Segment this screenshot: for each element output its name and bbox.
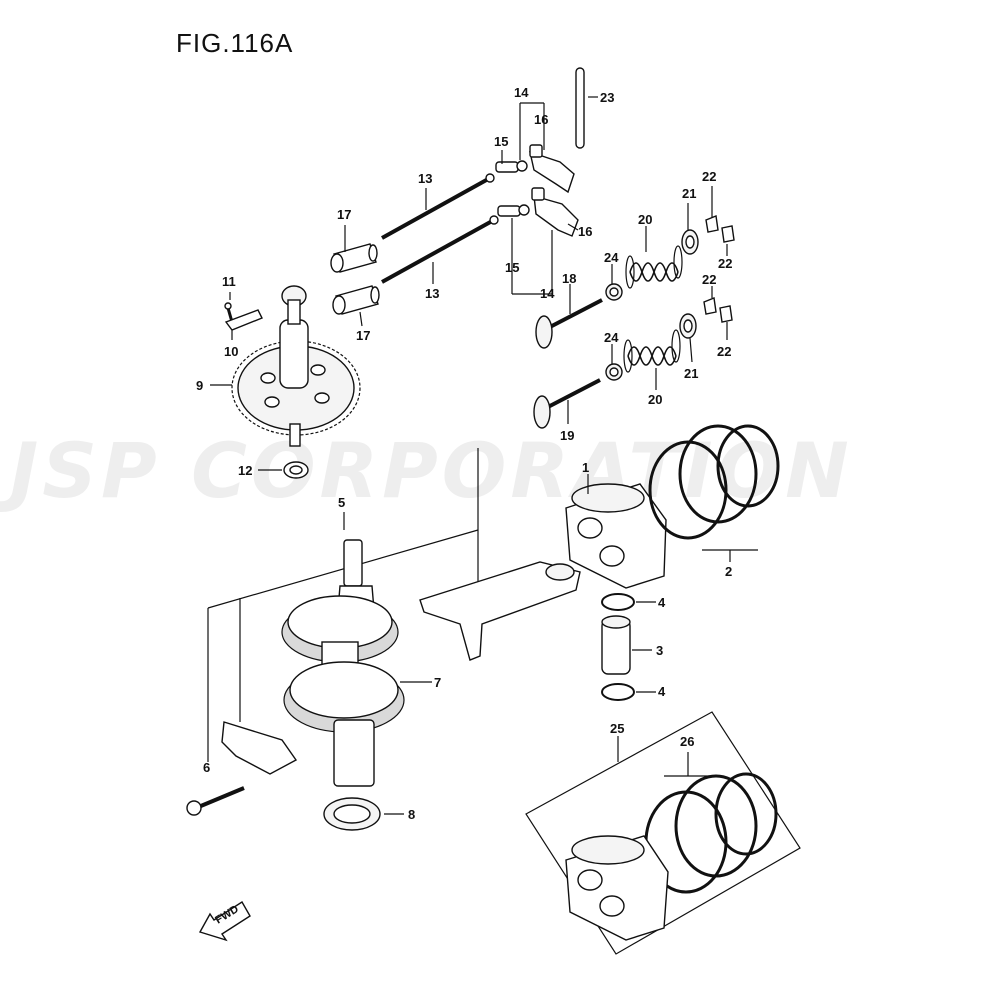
part-16-rocker-arm-upper[interactable] (529, 144, 575, 194)
callout-11[interactable]: 11 (222, 274, 236, 289)
callout-13-lower[interactable]: 13 (425, 286, 439, 301)
part-24-seal-lower[interactable] (605, 363, 623, 381)
part-22-cotter-2[interactable] (721, 225, 735, 243)
part-20-spring-lower[interactable] (623, 329, 681, 373)
callout-20-lower[interactable]: 20 (648, 392, 662, 407)
callout-24-lower[interactable]: 24 (604, 330, 619, 345)
part-25-piston-in-kit[interactable] (565, 835, 669, 941)
callout-19[interactable]: 19 (560, 428, 574, 443)
part-8-thrust-washer[interactable] (323, 797, 381, 831)
part-3-piston-pin[interactable] (601, 615, 631, 675)
part-7-crankshaft[interactable] (281, 539, 405, 787)
callout-25[interactable]: 25 (610, 721, 624, 736)
callout-3[interactable]: 3 (656, 643, 663, 658)
callout-5[interactable]: 5 (338, 495, 345, 510)
callout-4-lower[interactable]: 4 (658, 684, 666, 699)
watermark-text: JSP CORPORATION (0, 426, 853, 515)
callout-26[interactable]: 26 (680, 734, 694, 749)
callout-7[interactable]: 7 (434, 675, 441, 690)
callout-16-upper[interactable]: 16 (534, 112, 548, 127)
part-2-piston-rings[interactable] (648, 424, 780, 540)
part-18-valve-intake[interactable] (535, 298, 603, 349)
part-6-rod-bolt[interactable] (186, 786, 245, 816)
callout-16-lower[interactable]: 16 (578, 224, 592, 239)
callout-4-upper[interactable]: 4 (658, 595, 666, 610)
callout-6[interactable]: 6 (203, 760, 210, 775)
callout-24-upper[interactable]: 24 (604, 250, 619, 265)
callout-15-lower[interactable]: 15 (505, 260, 519, 275)
callout-2[interactable]: 2 (725, 564, 732, 579)
part-23-pin[interactable] (575, 67, 585, 149)
callout-8[interactable]: 8 (408, 807, 415, 822)
part-21-retainer-upper[interactable] (681, 229, 699, 255)
callout-22-c[interactable]: 22 (702, 272, 716, 287)
callout-14-lower[interactable]: 14 (540, 286, 555, 301)
part-17-tappet-upper[interactable] (330, 243, 378, 273)
callout-13-upper[interactable]: 13 (418, 171, 432, 186)
part-22-cotter-3[interactable] (703, 297, 717, 315)
part-20-spring-upper[interactable] (625, 245, 683, 289)
part-17-tappet-lower[interactable] (332, 285, 380, 315)
callout-1[interactable]: 1 (582, 460, 589, 475)
callout-22-d[interactable]: 22 (717, 344, 731, 359)
callout-15-upper[interactable]: 15 (494, 134, 508, 149)
part-11-bolt[interactable] (224, 302, 234, 323)
callout-21-lower[interactable]: 21 (684, 366, 698, 381)
part-14-adjust-screw-upper[interactable] (495, 160, 528, 173)
part-13-push-rod-lower[interactable] (381, 215, 499, 284)
part-16-rocker-arm-lower[interactable] (531, 187, 579, 237)
part-21-retainer-lower[interactable] (679, 313, 697, 339)
part-con-rod[interactable] (419, 561, 581, 661)
callout-20-upper[interactable]: 20 (638, 212, 652, 227)
part-4-circlip-upper[interactable] (601, 593, 635, 611)
part-24-seal-upper[interactable] (605, 283, 623, 301)
part-12-washer[interactable] (283, 461, 309, 479)
callout-10[interactable]: 10 (224, 344, 238, 359)
callout-17-lower[interactable]: 17 (356, 328, 370, 343)
part-13-push-rod-upper[interactable] (381, 173, 495, 240)
part-22-cotter-4[interactable] (719, 305, 733, 323)
part-19-valve-exhaust[interactable] (533, 378, 601, 429)
figure-title: FIG.116A (176, 28, 293, 58)
part-9-camshaft-gear[interactable] (231, 285, 361, 447)
callout-17-upper[interactable]: 17 (337, 207, 351, 222)
callout-9[interactable]: 9 (196, 378, 203, 393)
part-22-cotter-1[interactable] (705, 215, 719, 233)
part-10-retainer-plate[interactable] (224, 309, 263, 331)
callout-22-a[interactable]: 22 (702, 169, 716, 184)
callout-23[interactable]: 23 (600, 90, 614, 105)
callout-22-b[interactable]: 22 (718, 256, 732, 271)
callout-12[interactable]: 12 (238, 463, 252, 478)
part-rod-cap[interactable] (221, 721, 298, 775)
part-14-adjust-screw-lower[interactable] (497, 204, 530, 217)
part-1-piston[interactable] (565, 483, 667, 589)
callout-21-upper[interactable]: 21 (682, 186, 696, 201)
part-4-circlip-lower[interactable] (601, 683, 635, 701)
callout-18[interactable]: 18 (562, 271, 576, 286)
fwd-arrow-icon (198, 901, 251, 942)
callout-14-upper[interactable]: 14 (514, 85, 529, 100)
